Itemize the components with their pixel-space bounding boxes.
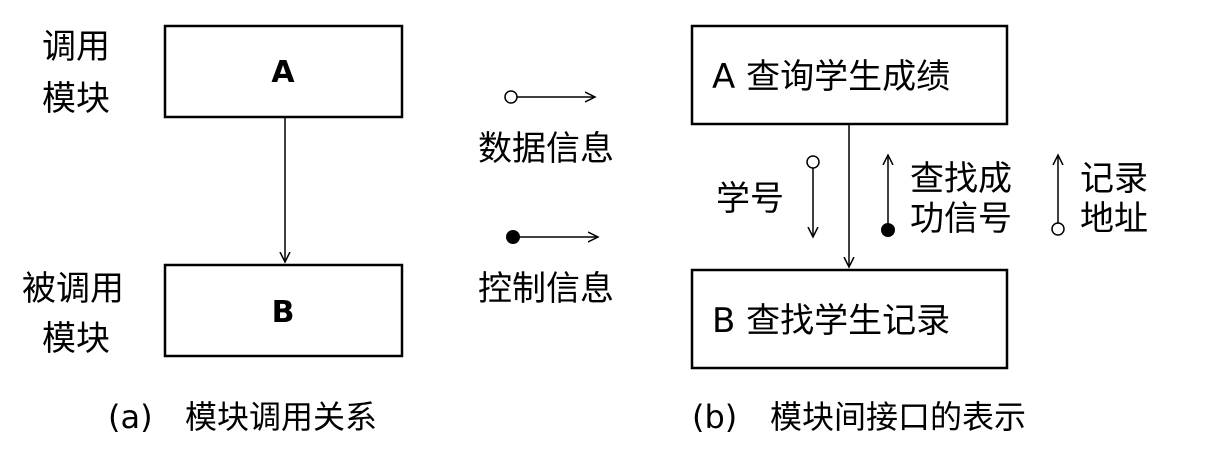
- legend-data-info: 数据信息: [478, 129, 614, 169]
- param-student-id: 学号: [716, 179, 784, 219]
- control-info-filled-circle-icon: [506, 230, 520, 244]
- record-address-open-circle-icon: [1051, 222, 1065, 236]
- callee-label-line1: 被调用: [22, 269, 124, 309]
- legend-control-info: 控制信息: [478, 269, 614, 309]
- caption-a-prefix: (a): [108, 398, 153, 436]
- param-record-address-line1: 记录: [1080, 159, 1148, 199]
- caller-label-line2: 模块: [42, 79, 110, 119]
- right-box-a-label: A 查询学生成绩: [712, 57, 950, 97]
- right-box-b: [690, 268, 1009, 370]
- right-box-b-label: B 查找学生记录: [712, 301, 950, 341]
- left-box-a-label: A: [271, 55, 295, 90]
- caller-label-line1: 调用: [42, 27, 110, 67]
- left-box-a: [163, 24, 404, 119]
- caption-b-prefix: (b): [692, 398, 737, 436]
- data-info-open-circle-icon: [504, 90, 518, 104]
- found-signal-filled-circle-icon: [881, 223, 895, 237]
- left-box-b: [163, 263, 404, 358]
- param-found-signal-line1: 查找成: [910, 159, 1012, 199]
- param-record-address-line2: 地址: [1080, 199, 1148, 239]
- left-box-b-label: B: [272, 295, 295, 330]
- caption-b: 模块间接口的表示: [770, 398, 1026, 436]
- caption-a: 模块调用关系: [185, 398, 377, 436]
- callee-label-line2: 模块: [42, 319, 110, 359]
- param-found-signal-line2: 功信号: [910, 199, 1012, 239]
- student-id-open-circle-icon: [806, 155, 820, 169]
